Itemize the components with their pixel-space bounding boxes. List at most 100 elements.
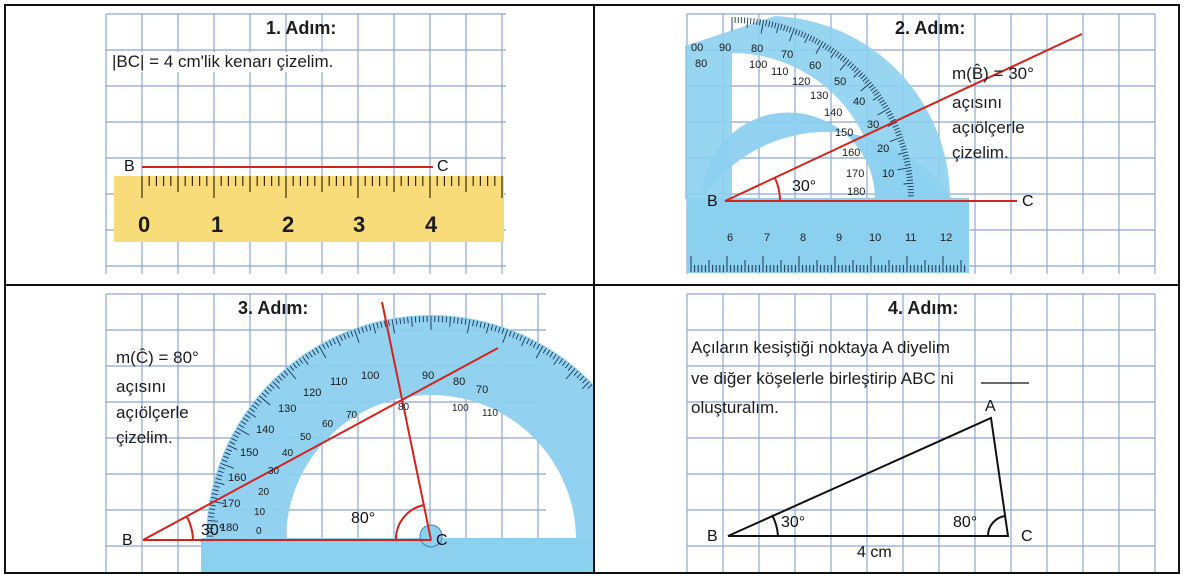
- protractor-tick: [877, 96, 884, 101]
- protractor-tick: [266, 386, 272, 392]
- protractor-tick: [783, 24, 786, 31]
- protractor-tick: [549, 351, 554, 358]
- protractor-tick: [395, 318, 398, 325]
- protractor-tick: [529, 340, 534, 346]
- scale-label: 0: [256, 526, 262, 537]
- angle-c-label: 80°: [351, 510, 376, 527]
- instruction-line: Açıların kesiştiği noktaya A diyelim: [691, 338, 950, 357]
- protractor-tick: [521, 336, 527, 347]
- protractor-tick: [475, 320, 479, 327]
- angle-arc-c: [394, 504, 425, 541]
- protractor-tick: [847, 61, 852, 67]
- point-b-label: B: [124, 158, 135, 175]
- protractor-tick: [213, 485, 220, 488]
- protractor-tick: [357, 328, 361, 335]
- protractor-tick: [868, 84, 874, 89]
- protractor-tick: [885, 110, 892, 115]
- protractor-tick: [229, 441, 236, 445]
- protractor-tick: [830, 49, 837, 59]
- protractor-tick: [219, 466, 226, 470]
- protractor-tick: [746, 17, 749, 28]
- protractor-tick: [453, 317, 455, 324]
- protractor-tick: [208, 512, 215, 514]
- protractor-tick: [261, 392, 267, 398]
- angle-b-label: 30°: [781, 514, 806, 531]
- scale-label: 40: [282, 448, 294, 459]
- protractor-tick: [249, 407, 255, 413]
- ruler-number: 9: [836, 232, 843, 244]
- protractor-tick: [789, 27, 795, 42]
- protractor-tick: [897, 166, 912, 171]
- step-title: 4. Adım:: [888, 298, 959, 318]
- protractor-tick: [361, 326, 365, 333]
- protractor-tick: [242, 417, 249, 422]
- instruction-line: açıölçerle: [952, 118, 1025, 137]
- protractor-tick: [311, 349, 316, 356]
- point-b-label: B: [707, 193, 718, 210]
- ruler-number: 8: [800, 232, 807, 244]
- protractor-tick: [391, 319, 395, 334]
- protractor-tick: [256, 398, 262, 404]
- protractor-tick: [346, 332, 350, 339]
- protractor-tick: [776, 23, 780, 33]
- protractor-tick: [815, 41, 824, 54]
- protractor-tick: [234, 431, 241, 435]
- scale-label: 70: [781, 49, 794, 61]
- scale-label: 140: [824, 107, 843, 119]
- protractor-tick: [308, 351, 313, 358]
- triangle-abc: [727, 416, 1010, 537]
- point-c-label: C: [1022, 193, 1034, 210]
- protractor-tick: [888, 115, 895, 120]
- protractor-tick: [339, 335, 343, 342]
- step2-panel: 2. Adım: m(B̂) = 30° açısını açıölçerle …: [595, 6, 1180, 284]
- ruler-number: 6: [727, 232, 734, 244]
- protractor-tick: [275, 378, 280, 384]
- protractor-tick: [208, 516, 215, 518]
- scale-label: 50: [300, 432, 312, 443]
- protractor-tick: [272, 381, 280, 389]
- protractor-tick: [526, 338, 530, 345]
- ruler-ticks: [690, 256, 966, 272]
- angle-b-label: 30°: [792, 178, 817, 195]
- vertical-divider: [593, 4, 595, 574]
- scale-label: 160: [842, 147, 861, 159]
- protractor-tick: [900, 145, 907, 148]
- protractor-tick: [760, 19, 765, 34]
- protractor-tick: [881, 102, 887, 107]
- protractor-tick: [240, 420, 247, 425]
- scale-label: 140: [256, 424, 275, 436]
- protractor-tick: [858, 72, 864, 78]
- protractor-tick: [853, 67, 859, 73]
- ray-b-30: [724, 33, 1083, 202]
- protractor-tick: [328, 340, 333, 346]
- protractor-tick: [904, 163, 911, 166]
- protractor-tick: [827, 46, 832, 52]
- protractor-tick: [224, 452, 231, 456]
- ruler-number: 7: [764, 232, 771, 244]
- protractor-tick: [835, 51, 840, 57]
- protractor-tick: [365, 325, 368, 332]
- protractor-tick: [380, 321, 383, 328]
- protractor-tick: [247, 411, 256, 418]
- instruction-line: m(Ĉ) = 80°: [116, 348, 199, 367]
- angle-arc-c: [986, 515, 1006, 537]
- ray-b-30: [142, 347, 499, 541]
- protractor-tick: [579, 375, 585, 381]
- instruction-line: açısını: [116, 377, 167, 396]
- protractor-tick: [532, 342, 537, 348]
- scale-label: 90: [719, 42, 732, 54]
- protractor-tick: [286, 368, 297, 380]
- protractor-tick: [231, 437, 237, 442]
- protractor-tick: [315, 347, 320, 354]
- protractor-tick: [325, 342, 330, 348]
- ruler-number: 10: [869, 232, 882, 244]
- protractor-tick: [251, 404, 258, 410]
- protractor-tick: [403, 317, 405, 324]
- step-instruction: |BC| = 4 cm'lik kenarı çizelim.: [108, 52, 338, 72]
- protractor-tick: [564, 363, 570, 369]
- protractor-tick: [207, 520, 218, 522]
- angle-arc-b: [771, 514, 779, 537]
- protractor-tick: [259, 395, 271, 406]
- horizontal-divider: [4, 284, 1180, 286]
- protractor-tick: [822, 42, 827, 49]
